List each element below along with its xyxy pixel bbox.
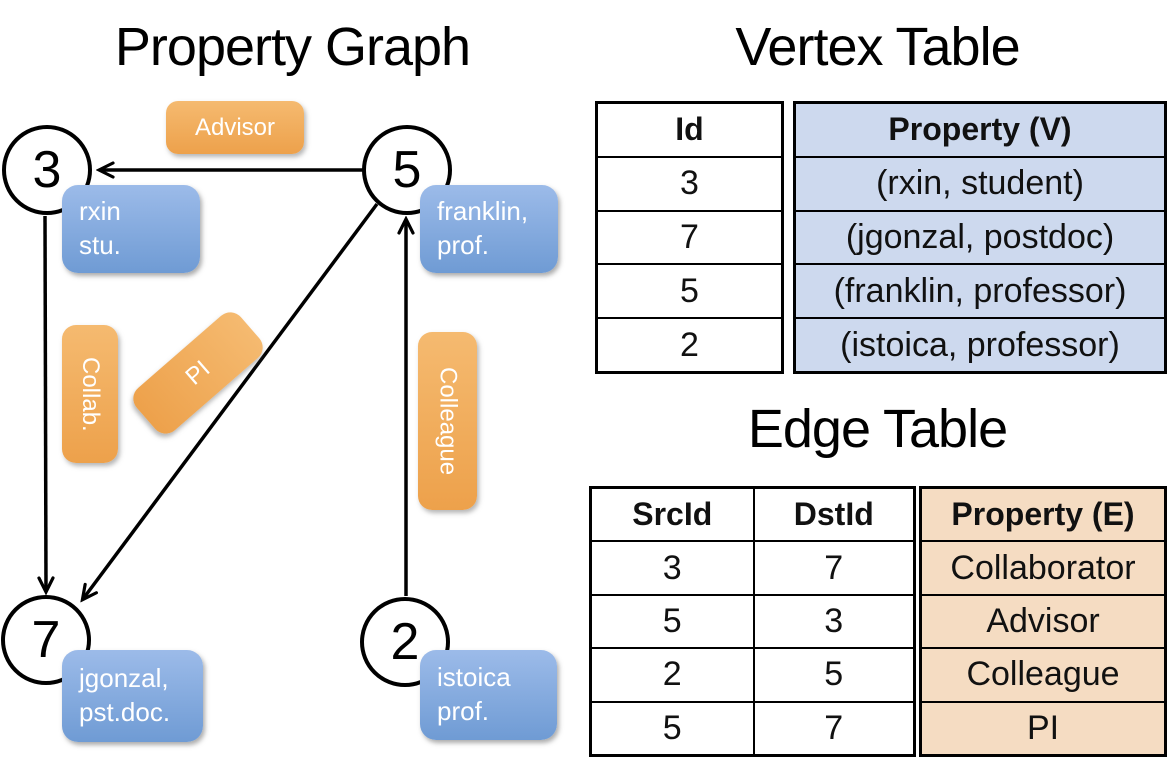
edge-label-text: Advisor [194,113,276,141]
property-graph-title: Property Graph [114,17,471,77]
vertex-property-cell: (istoica, professor) [796,317,1164,371]
node-id: 7 [31,611,61,669]
edge-dst-cell: 7 [752,702,914,755]
vertex-id-cell: 5 [598,263,781,317]
property-line: jgonzal, [79,663,169,694]
property-line: prof. [437,696,490,726]
edge-property-cell: PI [922,700,1164,755]
edge-label-colleague: Colleague [418,332,477,510]
vertex-table-title: Vertex Table [735,17,1020,77]
edge-label-text: PI [180,354,216,391]
edge-property-cell: Collaborator [922,540,1164,594]
vertex-property-cell: (rxin, student) [796,155,1164,210]
node-id: 3 [32,141,62,199]
property-line: franklin, [437,196,529,227]
edge-dst-cell: 3 [752,595,914,648]
vertex-id-cell: 3 [598,155,781,210]
node-id: 5 [392,141,422,199]
vertex-property-istoica: istoica prof. [420,650,557,740]
edge-arrow-3-to-7 [45,215,46,591]
edge-table-title: Edge Table [747,399,1008,459]
edge-label-advisor: Advisor [166,101,304,154]
node-id: 2 [390,613,420,671]
edge-src-cell: 5 [662,602,682,641]
edge-label-text: Collab. [77,356,104,432]
graph-edges-layer [0,0,585,760]
property-line: istoica [437,662,511,693]
property-line: rxin [79,196,121,227]
vertex-property-header: Property (V) [796,104,1164,156]
edge-property-cell: Colleague [922,647,1164,701]
vertex-property-franklin: franklin, prof. [420,185,558,273]
edge-src-cell: 5 [662,708,682,747]
vertex-table-id-column: Id 3 7 5 2 [595,101,784,374]
graph-node-2: 2 [360,597,450,687]
vertex-id-cell: 2 [598,317,781,371]
edge-table-id-columns: SrcId DstId 3 7 5 3 2 5 5 7 [589,486,916,757]
edge-label-collab: Collab. [62,325,118,463]
property-line: pst.doc. [79,697,171,727]
vertex-id-cell: 7 [598,209,781,264]
edge-table-row: 5 7 [592,700,914,755]
vertex-table-property-column: Property (V) (rxin, student) (jgonzal, p… [793,101,1167,374]
property-line: prof. [437,230,490,260]
edge-arrow-5-to-7 [83,202,379,599]
vertex-id-header: Id [675,111,704,148]
edge-table-row: 5 3 [592,593,914,648]
edge-table-property-column: Property (E) Collaborator Advisor Collea… [919,486,1167,757]
edge-src-cell: 3 [662,548,682,587]
vertex-property-cell: (franklin, professor) [796,263,1164,318]
edge-src-cell: 2 [662,655,682,694]
vertex-property-jgonzal: jgonzal, pst.doc. [62,650,203,742]
vertex-property-rxin: rxin stu. [62,185,200,273]
edge-table-row: 3 7 [592,540,914,594]
edge-dst-header: DstId [752,489,914,541]
edge-label-text: Colleague [434,366,462,476]
edge-dst-cell: 7 [752,542,914,594]
edge-property-cell: Advisor [922,593,1164,648]
edge-table-header-row: SrcId DstId [592,489,914,541]
edge-dst-cell: 5 [752,649,914,701]
graph-node-5: 5 [362,125,452,215]
vertex-property-cell: (jgonzal, postdoc) [796,209,1164,264]
edge-property-header: Property (E) [922,489,1164,541]
edge-table-row: 2 5 [592,647,914,701]
property-line: stu. [79,230,121,260]
edge-src-header: SrcId [632,496,713,533]
